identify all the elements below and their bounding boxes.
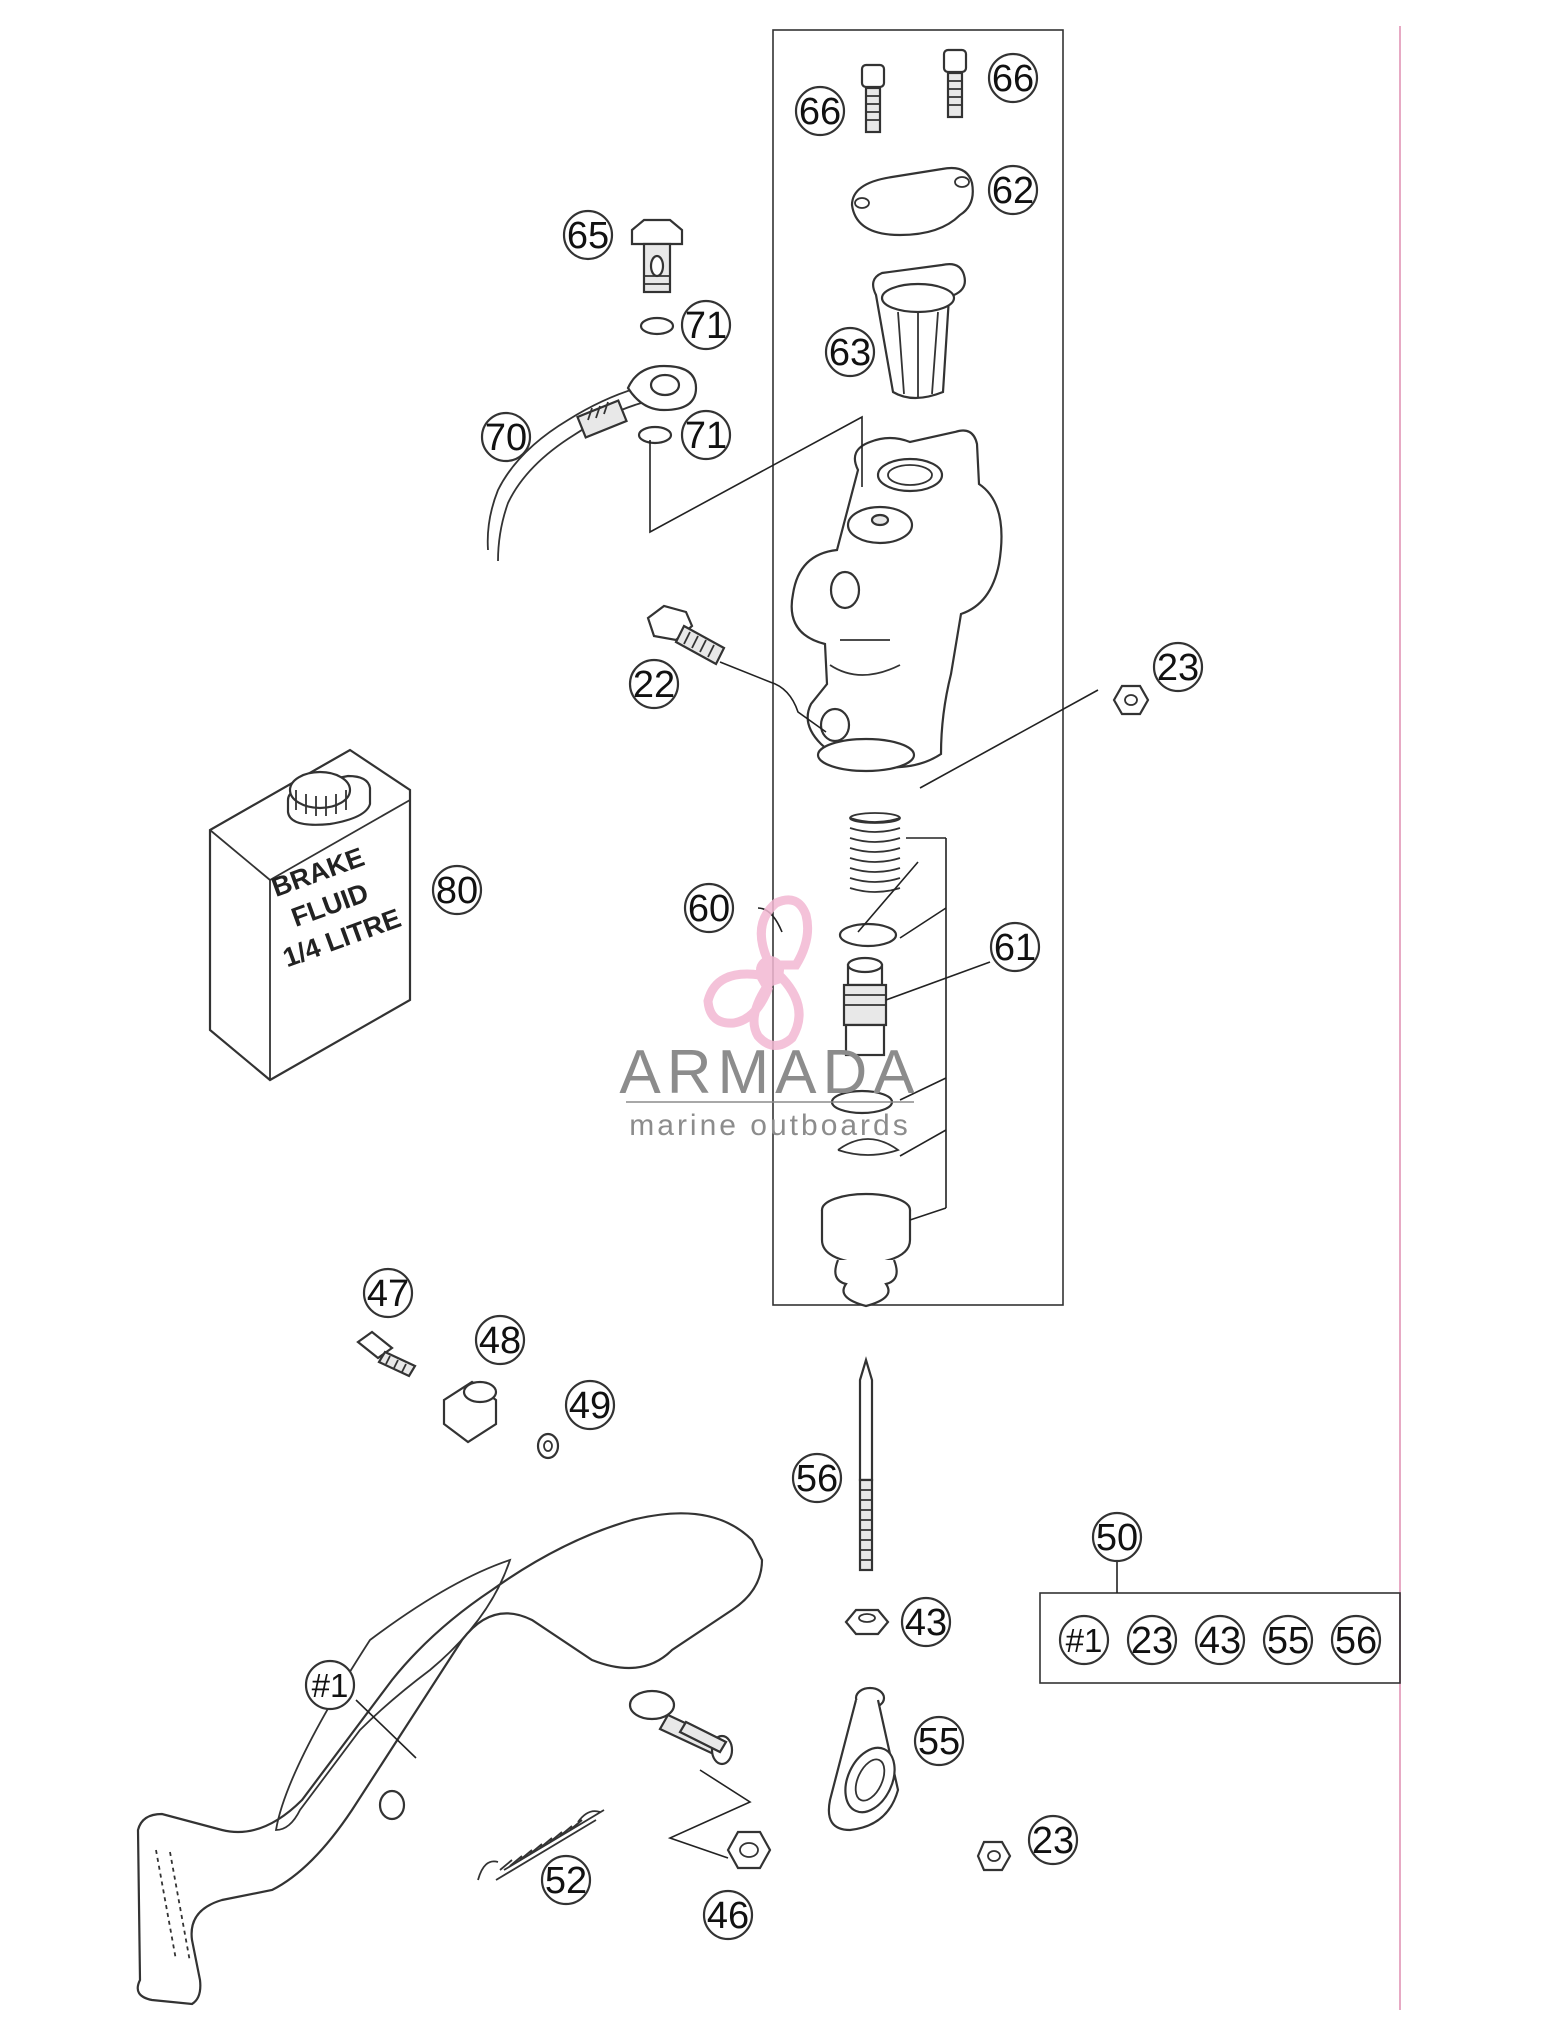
nut-23-lower <box>976 1840 1012 1872</box>
circlip <box>837 1138 900 1156</box>
svg-text:62: 62 <box>992 170 1034 212</box>
kit-item-55: 55 <box>1262 1614 1314 1666</box>
svg-text:65: 65 <box>567 215 609 257</box>
rubber-boot <box>820 1192 912 1308</box>
spring-60 <box>849 812 901 893</box>
svg-text:#1: #1 <box>312 1667 349 1704</box>
propeller-logo-icon <box>703 895 813 1050</box>
callout-62: 62 <box>987 164 1039 216</box>
svg-text:#1: #1 <box>1066 1622 1103 1659</box>
watermark-name: ARMADA <box>619 1038 920 1107</box>
callout-49: 49 <box>564 1379 616 1431</box>
callout-61: 61 <box>989 921 1041 973</box>
kit-contents: #1 23 43 55 56 <box>1058 1614 1382 1666</box>
callout-60: 60 <box>683 882 735 934</box>
callout-71-top: 71 <box>680 299 732 351</box>
svg-text:55: 55 <box>918 1721 960 1763</box>
washer-71-top <box>639 316 675 336</box>
diaphragm-63 <box>871 263 966 400</box>
banjo-bolt-65 <box>630 218 684 294</box>
washer-71-bottom <box>637 425 673 445</box>
svg-text:63: 63 <box>829 332 871 374</box>
brake-fluid-bottle-80: BRAKE FLUID 1/4 LITRE <box>208 748 412 1082</box>
svg-text:70: 70 <box>485 417 527 459</box>
svg-text:48: 48 <box>479 1320 521 1362</box>
seal-ring-60 <box>838 922 898 948</box>
callouts: 66 66 62 65 71 63 70 71 22 23 80 60 61 4… <box>304 52 1204 1941</box>
svg-text:22: 22 <box>633 664 675 706</box>
svg-text:80: 80 <box>436 870 478 912</box>
svg-text:60: 60 <box>688 888 730 930</box>
bolt-66-left <box>860 63 886 134</box>
callout-56: 56 <box>791 1452 843 1504</box>
svg-text:52: 52 <box>545 1860 587 1902</box>
svg-text:23: 23 <box>1157 647 1199 689</box>
mounting-bolt-22 <box>646 604 726 666</box>
svg-text:71: 71 <box>685 305 727 347</box>
svg-text:23: 23 <box>1131 1620 1173 1662</box>
callout-1: #1 <box>304 1659 356 1711</box>
kit-item-1: #1 <box>1058 1614 1110 1666</box>
bolt-66-right <box>942 48 968 119</box>
callout-71-bottom: 71 <box>680 409 732 461</box>
svg-text:46: 46 <box>707 1895 749 1937</box>
kit-item-23: 23 <box>1126 1614 1178 1666</box>
callout-48: 48 <box>474 1314 526 1366</box>
callout-46: 46 <box>702 1889 754 1941</box>
callout-65: 65 <box>562 209 614 261</box>
piston-61 <box>842 956 888 1057</box>
svg-text:66: 66 <box>799 91 841 133</box>
svg-text:23: 23 <box>1032 1820 1074 1862</box>
svg-text:66: 66 <box>992 58 1034 100</box>
callout-80: 80 <box>431 864 483 916</box>
callout-22: 22 <box>628 658 680 710</box>
svg-text:47: 47 <box>367 1273 409 1315</box>
push-rod-56 <box>858 1356 874 1572</box>
svg-text:55: 55 <box>1267 1620 1309 1662</box>
callout-43: 43 <box>900 1596 952 1648</box>
nut-46 <box>726 1830 772 1870</box>
callout-47: 47 <box>362 1267 414 1319</box>
assembly-frame <box>772 29 1064 1306</box>
armada-watermark: ARMADA marine outboards <box>619 895 920 1142</box>
kit-item-43: 43 <box>1194 1614 1246 1666</box>
callout-52: 52 <box>540 1854 592 1906</box>
svg-text:56: 56 <box>1335 1620 1377 1662</box>
callout-50: 50 <box>1091 1511 1143 1563</box>
svg-text:56: 56 <box>796 1458 838 1500</box>
callout-70: 70 <box>480 411 532 463</box>
svg-text:71: 71 <box>685 415 727 457</box>
svg-text:61: 61 <box>994 927 1036 969</box>
svg-text:50: 50 <box>1096 1517 1138 1559</box>
spacer-48 <box>442 1380 498 1444</box>
washer-49 <box>536 1432 560 1460</box>
kit-item-56: 56 <box>1330 1614 1382 1666</box>
brake-pedal-1 <box>136 1512 764 2006</box>
kit-box-50 <box>1039 1592 1401 1684</box>
callout-63: 63 <box>824 326 876 378</box>
master-cylinder-body <box>790 429 1003 773</box>
svg-text:43: 43 <box>1199 1620 1241 1662</box>
nut-23-upper <box>1112 684 1150 716</box>
svg-text:43: 43 <box>905 1602 947 1644</box>
watermark-tagline: marine outboards <box>629 1109 910 1142</box>
clevis-55 <box>827 1686 900 1832</box>
svg-text:49: 49 <box>569 1385 611 1427</box>
screw-47 <box>356 1330 417 1378</box>
brake-hose-70 <box>486 364 698 562</box>
reservoir-cap-62 <box>850 166 974 237</box>
callout-55: 55 <box>913 1715 965 1767</box>
callout-23-upper: 23 <box>1152 641 1204 693</box>
nut-43 <box>844 1608 890 1636</box>
return-spring-52 <box>477 1809 605 1881</box>
callout-66-right: 66 <box>987 52 1039 104</box>
callout-66-left: 66 <box>794 85 846 137</box>
callout-23-lower: 23 <box>1027 1814 1079 1866</box>
leader-lines <box>355 415 1118 1859</box>
